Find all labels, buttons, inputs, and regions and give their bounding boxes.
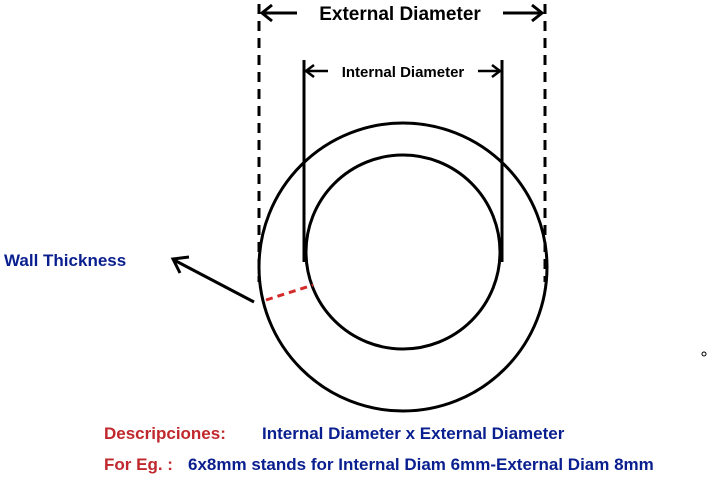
description-label: Descripciones: [104, 424, 226, 443]
wall-thickness-marker [265, 283, 314, 302]
wall-thickness-label: Wall Thickness [4, 251, 127, 270]
internal-diameter-label: Internal Diameter [342, 64, 465, 81]
example-label: For Eg. : [104, 455, 173, 474]
external-diameter-arrow-icon [259, 3, 545, 23]
wall-thickness-pointer-icon [170, 255, 255, 304]
description-text: Internal Diameter x External Diameter [262, 424, 565, 443]
inner-circle [304, 153, 502, 351]
external-diameter-label: External Diameter [319, 4, 481, 25]
stray-dot [701, 351, 707, 357]
example-text: 6x8mm stands for Internal Diam 6mm-Exter… [188, 455, 654, 474]
internal-diameter-arrow-icon [303, 64, 503, 78]
outer-circle [257, 121, 549, 413]
